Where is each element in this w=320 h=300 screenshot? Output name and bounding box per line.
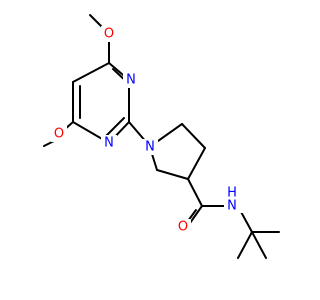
- bond-pyr-c5-n: [151, 153, 158, 171]
- bond-pyr-c4-c5: [156, 169, 189, 180]
- bond-pyr-n-c2: [157, 123, 183, 142]
- structure-diagram: O N O N N O N H: [43, 14, 280, 259]
- bond-pyr-c3-c4: [187, 147, 206, 180]
- bond-tbu-methyl-bottom: [251, 231, 267, 259]
- bond-pyr-c2-c3: [181, 123, 206, 149]
- atom-n-pyrimidine-upper: N: [126, 73, 136, 88]
- bond-ring-c2-n3-double: [105, 117, 125, 137]
- bond-c3-carbonyl-c: [187, 178, 203, 207]
- atom-o-methoxy-top: O: [104, 27, 114, 42]
- bond-n-quaternary-c: [239, 209, 253, 233]
- bond-tbu-methyl-left: [237, 231, 253, 259]
- bond-layer: [43, 14, 280, 259]
- atom-n-pyrimidine-lower: N: [104, 136, 114, 151]
- atom-o-carbonyl: O: [178, 220, 188, 235]
- bond-carbonyl-co: [189, 205, 203, 224]
- atom-h-amide: H: [227, 186, 237, 201]
- molecule-canvas: O N O N N O N H: [43, 14, 280, 259]
- atom-n-amide: N: [227, 199, 237, 214]
- atom-o-methoxy-left: O: [54, 127, 64, 142]
- atom-n-pyrrolidine: N: [145, 140, 155, 155]
- atom-label-layer: O N O N N O N H: [51, 26, 244, 235]
- bond-ring-c5-c6: [72, 62, 110, 83]
